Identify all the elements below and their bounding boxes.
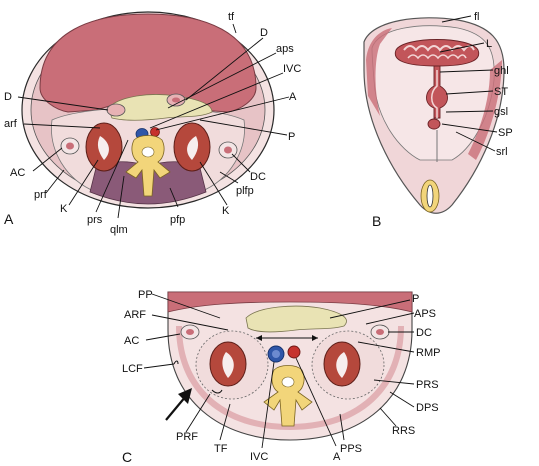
label-p: P [288,131,295,143]
ivc-c-inner [272,350,280,358]
label-pp: PP [138,289,153,301]
descending-colon-lumen [224,146,232,154]
liver-texture [403,45,475,52]
label-d-left: D [4,91,12,103]
renal-fascia-mark [211,389,223,394]
liver-texture-2 [407,54,467,60]
crossing-arrow-head-left [256,335,262,341]
panel-a: tf D aps IVC A D arf P AC prf K prs qlm … [4,11,301,236]
label-k-right: K [222,205,230,217]
label-ghl: ghl [494,65,509,77]
stomach [426,65,448,119]
vertebra-c [263,365,313,427]
kidney-left-c-hilum [222,352,234,378]
label-dps: DPS [416,402,439,414]
label-pps: PPS [340,443,362,455]
label-ac: AC [10,167,25,179]
label-lcf: LCF [122,363,143,375]
label-tf-c: TF [214,443,228,455]
spleen [427,118,441,130]
aorta [150,127,160,137]
label-aps-c: APS [414,308,436,320]
lateroconal-mark [173,360,179,365]
body-wall-band [366,28,392,116]
notochord-inner [426,184,434,208]
label-qlm: qlm [110,224,128,236]
label-a-c: A [333,451,341,463]
label-ivc-c: IVC [250,451,268,463]
label-l: L [486,38,492,50]
label-srl: srl [496,146,508,158]
label-arf-c: ARF [124,309,146,321]
label-fl: fl [474,11,480,23]
label-prs-c: PRS [416,379,439,391]
peritoneal-cavity-c [167,291,413,313]
vertebral-canal [141,146,155,158]
pancreas [107,94,213,121]
bold-arrow-head [178,388,192,404]
label-rmp: RMP [416,347,440,359]
duodenum-right-lumen [172,97,180,103]
ascending-colon-lumen [66,142,74,150]
panel-a-letter: A [4,211,14,227]
stomach-lumen [431,70,438,118]
panel-b: fl L ghl ST gsl SP srl B [363,11,513,229]
label-p-c: P [412,293,419,305]
label-d-top: D [260,27,268,39]
label-ivc: IVC [283,63,301,75]
kidney-left-hilum [97,136,109,160]
pancreas-c [245,305,347,333]
label-st: ST [494,86,508,98]
label-dc: DC [250,171,266,183]
kidney-right-hilum [187,136,199,160]
label-tf: tf [228,11,235,23]
label-rrs: RRS [392,425,415,437]
crossing-arrow-head-right [312,335,318,341]
panel-b-letter: B [372,213,381,229]
label-gsl: gsl [494,106,508,118]
label-k-left: K [60,203,68,215]
liver [394,39,480,67]
panel-c-letter: C [122,449,132,465]
label-ac-c: AC [124,335,139,347]
ascending-colon-c-lumen [186,329,194,335]
label-a: A [289,91,297,103]
label-aps: aps [276,43,294,55]
label-plfp: plfp [236,185,254,197]
vertebra [125,135,171,197]
duodenum-left [106,103,126,117]
vertebral-canal-c [281,376,295,388]
label-prf: prf [34,189,48,201]
label-arf: arf [4,118,18,130]
label-prs: prs [87,214,103,226]
panel-c: PP P APS ARF DC AC RMP LCF PRS DPS PRF R… [122,289,440,465]
label-sp: SP [498,127,513,139]
kidney-right-c-hilum [336,352,348,378]
descending-colon-c-lumen [376,329,384,335]
body-wall-band-right [468,60,502,160]
label-prf-c: PRF [176,431,198,443]
aorta-c [287,345,301,359]
label-dc-c: DC [416,327,432,339]
label-pfp: pfp [170,214,185,226]
bold-arrow [165,395,187,421]
